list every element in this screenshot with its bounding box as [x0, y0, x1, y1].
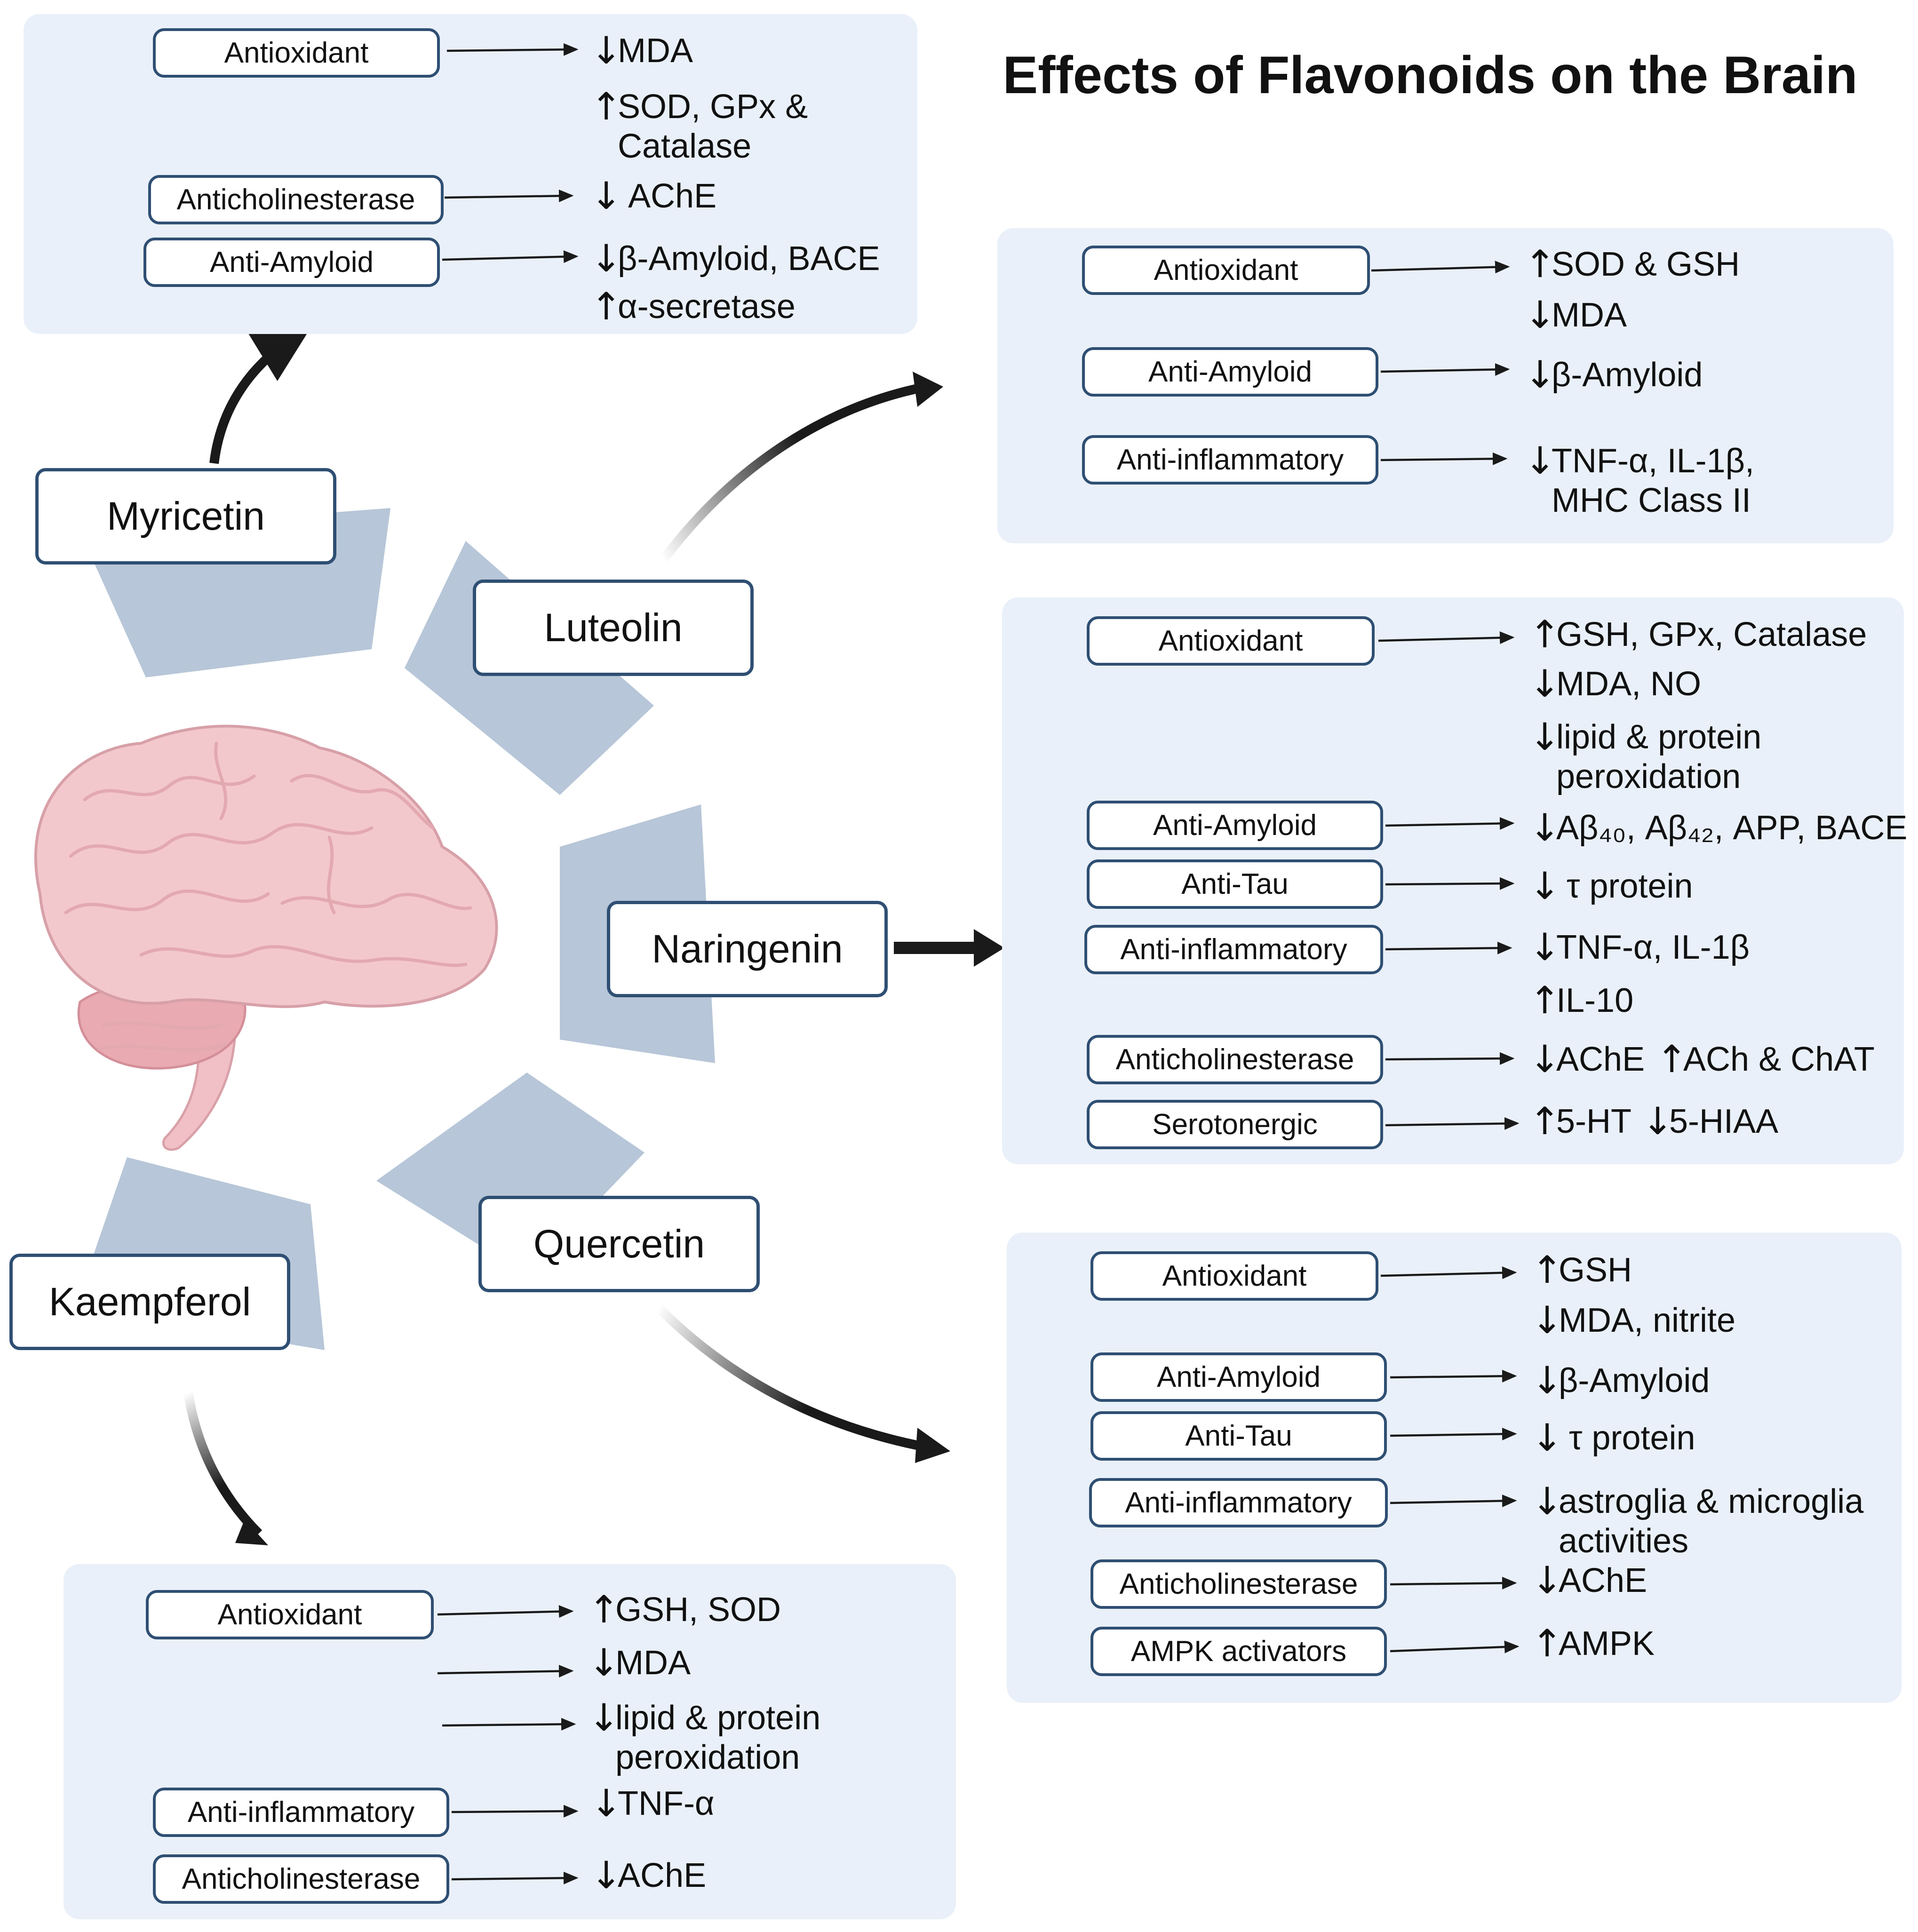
flavonoid-quercetin: Quercetin — [478, 1196, 760, 1292]
effect-quercetin-glia: ↓astroglia & microglia activities — [1531, 1479, 1864, 1560]
label-quercetin-ampk-activators: AMPK activators — [1090, 1627, 1387, 1676]
effect-naringenin-tnf: ↓TNF-α, IL-1β — [1529, 925, 1750, 969]
label-luteolin-antioxidant: Antioxidant — [1082, 246, 1370, 295]
arrow-quercetin — [655, 1304, 937, 1454]
panel-quercetin — [1007, 1232, 1902, 1703]
effect-naringenin-gsh: ↑GSH, GPx, Catalase — [1529, 612, 1867, 656]
effect-luteolin-sod-gsh: ↑SOD & GSH — [1524, 242, 1740, 286]
label-quercetin-anti-inflammatory: Anti-inflammatory — [1089, 1478, 1388, 1527]
effect-myricetin-mda: ↓MDA — [590, 29, 693, 72]
arrow-luteolin-head — [913, 372, 943, 407]
label-luteolin-anti-inflammatory: Anti-inflammatory — [1082, 435, 1378, 485]
effect-luteolin-tnf: ↓TNF-α, IL-1β, MHC Class II — [1524, 439, 1755, 520]
effect-naringenin-5hiaa: ↓5-HIAA — [1642, 1099, 1779, 1143]
label-naringenin-anticholinesterase: Anticholinesterase — [1087, 1035, 1383, 1084]
flavonoid-myricetin: Myricetin — [35, 468, 336, 564]
effect-myricetin-ache: ↓AChE — [590, 174, 717, 218]
effect-naringenin-mda: ↓MDA, NO — [1529, 662, 1702, 706]
label-myricetin-antioxidant: Antioxidant — [153, 28, 440, 78]
label-naringenin-serotonergic: Serotonergic — [1087, 1100, 1383, 1149]
label-quercetin-anti-tau: Anti-Tau — [1090, 1411, 1387, 1461]
flavonoid-luteolin: Luteolin — [473, 580, 754, 676]
label-quercetin-anticholinesterase: Anticholinesterase — [1090, 1559, 1387, 1609]
effect-kaempferol-tnf: ↓TNF-α — [590, 1781, 715, 1825]
label-quercetin-antioxidant: Antioxidant — [1090, 1251, 1378, 1301]
effect-myricetin-secretase: ↑α-secretase — [590, 285, 796, 328]
effect-naringenin-ach: ↑ACh & ChAT — [1656, 1037, 1875, 1081]
effect-quercetin-amyloid: ↓β-Amyloid — [1531, 1359, 1710, 1402]
effect-quercetin-ampk: ↑AMPK — [1531, 1622, 1655, 1665]
brain-stem — [162, 1024, 237, 1151]
label-naringenin-anti-tau: Anti-Tau — [1087, 859, 1383, 909]
brain-illustration — [34, 724, 498, 1151]
effect-kaempferol-mda: ↓MDA — [588, 1641, 691, 1685]
arrow-kaempferol — [183, 1391, 263, 1537]
diagram-title: Effects of Flavonoids on the Brain — [1003, 46, 1858, 104]
flavonoid-naringenin: Naringenin — [607, 901, 888, 997]
arrow-quercetin-head — [915, 1428, 950, 1463]
arrow-kaempferol-head — [235, 1519, 268, 1545]
effect-naringenin-peroxidation: ↓lipid & protein peroxidation — [1529, 715, 1762, 796]
label-naringenin-anti-amyloid: Anti-Amyloid — [1087, 801, 1383, 850]
label-kaempferol-anticholinesterase: Anticholinesterase — [153, 1854, 449, 1904]
effect-quercetin-tau: ↓τ protein — [1531, 1416, 1695, 1460]
effect-naringenin-ache: ↓AChE — [1529, 1037, 1645, 1081]
effect-luteolin-amyloid: ↓β-Amyloid — [1524, 353, 1703, 397]
flavonoid-kaempferol: Kaempferol — [9, 1254, 290, 1350]
effect-kaempferol-gsh-sod: ↑GSH, SOD — [588, 1588, 781, 1631]
effect-naringenin-5ht: ↑5-HT — [1529, 1099, 1631, 1143]
label-kaempferol-anti-inflammatory: Anti-inflammatory — [153, 1788, 449, 1837]
effect-luteolin-mda: ↓MDA — [1524, 293, 1627, 337]
effect-quercetin-ache: ↓AChE — [1531, 1558, 1647, 1602]
brain-cerebrum — [34, 724, 498, 1008]
effect-naringenin-tau: ↓τ protein — [1529, 864, 1693, 908]
ring-segment-quercetin — [376, 1073, 645, 1275]
effect-myricetin-sod: ↑SOD, GPx & Catalase — [590, 85, 808, 166]
effect-naringenin-il10: ↑IL-10 — [1529, 978, 1634, 1022]
label-kaempferol-antioxidant: Antioxidant — [146, 1590, 434, 1639]
effect-naringenin-abeta: ↓Aβ₄₀, Aβ₄₂, APP, BACE — [1529, 806, 1908, 850]
arrow-myricetin — [209, 327, 311, 464]
label-myricetin-anti-amyloid: Anti-Amyloid — [143, 238, 440, 287]
effect-quercetin-mda: ↓MDA, nitrite — [1531, 1298, 1736, 1342]
arrow-naringenin-head — [974, 929, 1004, 967]
label-luteolin-anti-amyloid: Anti-Amyloid — [1082, 347, 1378, 397]
effect-kaempferol-ache: ↓AChE — [590, 1853, 707, 1897]
effect-myricetin-amyloid: ↓β-Amyloid, BACE — [590, 237, 880, 280]
effect-kaempferol-peroxidation: ↓lipid & protein peroxidation — [588, 1696, 821, 1777]
brain-folds — [64, 741, 472, 1052]
label-myricetin-anticholinesterase: Anticholinesterase — [148, 175, 444, 224]
effect-quercetin-gsh: ↑GSH — [1531, 1248, 1632, 1292]
label-naringenin-antioxidant: Antioxidant — [1087, 616, 1375, 666]
label-quercetin-anti-amyloid: Anti-Amyloid — [1090, 1352, 1387, 1402]
label-naringenin-anti-inflammatory: Anti-inflammatory — [1084, 925, 1383, 974]
arrow-luteolin — [660, 381, 932, 563]
